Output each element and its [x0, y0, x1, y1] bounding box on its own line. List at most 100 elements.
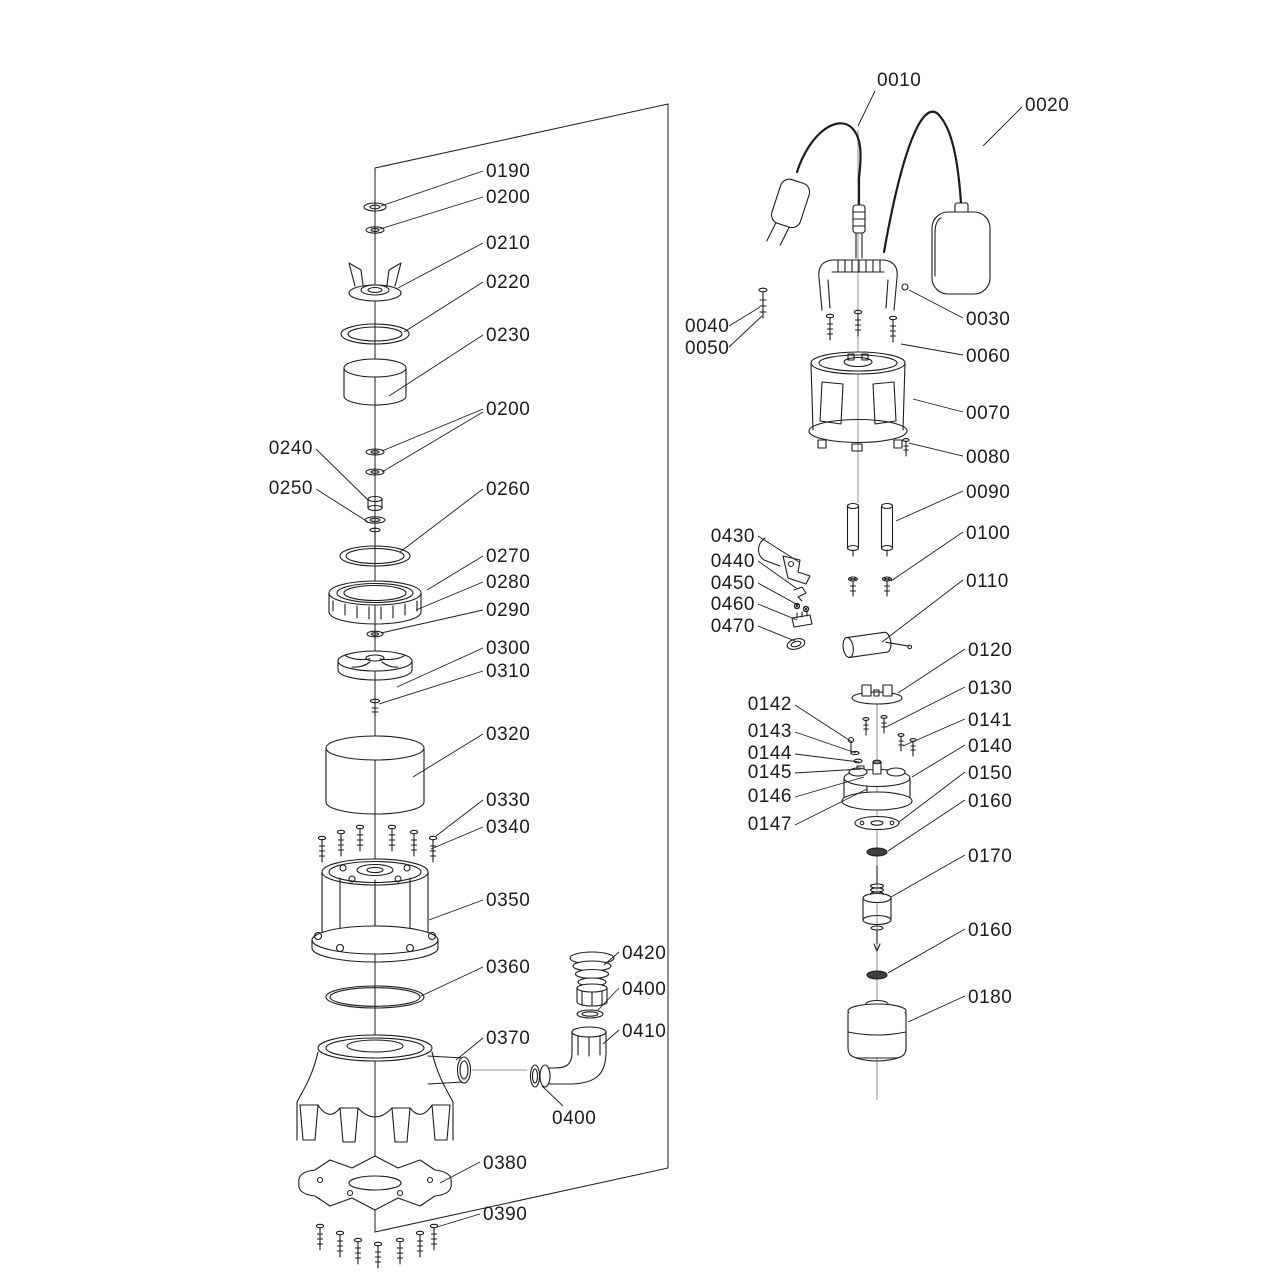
part-label: 0190 [486, 161, 530, 182]
leader-line [794, 768, 862, 774]
leader-line [757, 582, 799, 606]
leader-line [420, 966, 484, 997]
leader-line [397, 242, 484, 289]
screw-0040-0050 [758, 287, 768, 319]
screws-0450 [793, 602, 810, 613]
leader-line [881, 579, 964, 643]
part-label: 0143 [748, 721, 792, 742]
part-label: 0170 [968, 846, 1012, 867]
part-label: 0460 [711, 594, 755, 615]
leader-line [541, 1085, 564, 1107]
leader-line [412, 733, 484, 778]
part-label: 0250 [269, 478, 313, 499]
leader-line [436, 1213, 481, 1228]
part-label: 0410 [622, 1021, 666, 1042]
float-switch-0020 [882, 110, 991, 295]
stator-0140 [841, 759, 913, 811]
part-label: 0400 [622, 979, 666, 1000]
screws-0130 [862, 715, 888, 736]
part-label: 0010 [877, 70, 921, 91]
part-label: 0140 [968, 736, 1012, 757]
washer-0200-top [365, 226, 385, 234]
leader-line [757, 560, 797, 589]
leader-line [396, 647, 484, 688]
screws-0141 [897, 733, 917, 757]
part-label: 0270 [486, 546, 530, 567]
leader-line [388, 334, 484, 397]
screw-0310 [369, 698, 381, 717]
part-label: 0120 [968, 640, 1012, 661]
outlet-fittings [529, 951, 615, 1088]
right-assembly [757, 110, 991, 1062]
part-label: 0310 [486, 661, 530, 682]
leader-line [890, 854, 966, 898]
part-label: 0240 [269, 438, 313, 459]
part-label: 0470 [711, 616, 755, 637]
terminal-block-0460 [791, 610, 813, 628]
part-label: 0380 [483, 1153, 527, 1174]
leader-line [887, 928, 966, 974]
part-label: 0090 [966, 482, 1010, 503]
leader-line [794, 731, 857, 754]
washer-0160-upper [866, 847, 888, 857]
leader-line [455, 1037, 484, 1061]
part-label: 0360 [486, 957, 530, 978]
impeller-0300 [337, 650, 413, 681]
part-label: 0050 [685, 338, 729, 359]
capacitor-0110 [842, 631, 913, 658]
ring-0470 [786, 638, 806, 650]
leader-line [757, 625, 796, 642]
power-cord-0010 [766, 122, 866, 259]
part-label: 0300 [486, 638, 530, 659]
part-label: 0400 [552, 1108, 596, 1129]
part-label: 0440 [711, 551, 755, 572]
fastener-stack-0142-0147 [847, 736, 871, 797]
cylinder-0320 [325, 735, 425, 815]
part-label: 0390 [483, 1204, 527, 1225]
leader-line [908, 289, 964, 319]
part-label: 0230 [486, 325, 530, 346]
part-label: 0290 [486, 600, 530, 621]
leader-line [907, 995, 966, 1023]
hose-adapter-0420 [569, 951, 615, 1007]
part-label: 0370 [486, 1028, 530, 1049]
leader-line [597, 987, 620, 1011]
part-label: 0146 [748, 786, 792, 807]
leader-line [794, 788, 868, 826]
leader-line [603, 951, 620, 966]
bearing-plate-0150 [854, 815, 900, 831]
leader-line [380, 609, 484, 634]
leader-line [897, 648, 966, 694]
leader-line [898, 771, 966, 823]
handle-0030 [818, 259, 909, 311]
leader-line [426, 555, 484, 591]
part-label: 0142 [748, 694, 792, 715]
threaded-ring-0270-0280 [328, 580, 422, 625]
part-label: 0280 [486, 572, 530, 593]
part-label: 0330 [486, 790, 530, 811]
leader-line [887, 799, 966, 852]
part-label: 0060 [966, 346, 1010, 367]
leader-line [435, 799, 484, 837]
o-ring-0360 [325, 985, 425, 1009]
leader-line [381, 408, 484, 452]
part-label: 0160 [968, 791, 1012, 812]
leader-line [908, 442, 964, 457]
screws-0330-0340 [317, 824, 438, 863]
leader-line [380, 170, 484, 207]
leader-line [794, 776, 865, 798]
impeller-cap-0210 [348, 262, 402, 302]
leader-line [378, 670, 484, 705]
part-label: 0145 [748, 762, 792, 783]
leader-line [315, 448, 369, 501]
bracket-0440 [793, 586, 807, 602]
leader-line [439, 1161, 481, 1184]
washer-0400-lower [529, 1064, 541, 1088]
leader-line [379, 196, 484, 230]
part-label: 0150 [968, 763, 1012, 784]
screws-0100 [847, 576, 893, 597]
part-label: 0130 [968, 678, 1012, 699]
part-label: 0141 [968, 710, 1012, 731]
